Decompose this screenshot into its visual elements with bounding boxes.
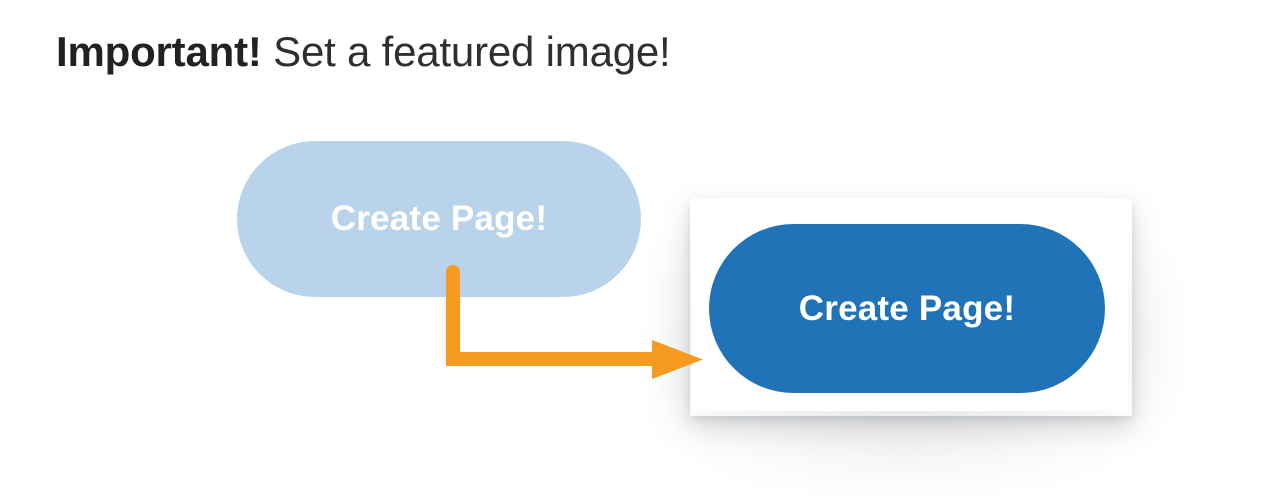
create-page-button-disabled-label: Create Page! (330, 199, 548, 238)
create-page-button-disabled[interactable]: Create Page! (237, 141, 641, 297)
featured-button-card: Create Page! (692, 198, 1128, 411)
page-title-emphasis: Important! (56, 28, 262, 75)
create-page-button-label: Create Page! (798, 288, 1016, 328)
page-title-rest: Set a featured image! (261, 28, 671, 75)
page-title: Important! Set a featured image! (56, 26, 671, 78)
create-page-button[interactable]: Create Page! (709, 224, 1105, 393)
